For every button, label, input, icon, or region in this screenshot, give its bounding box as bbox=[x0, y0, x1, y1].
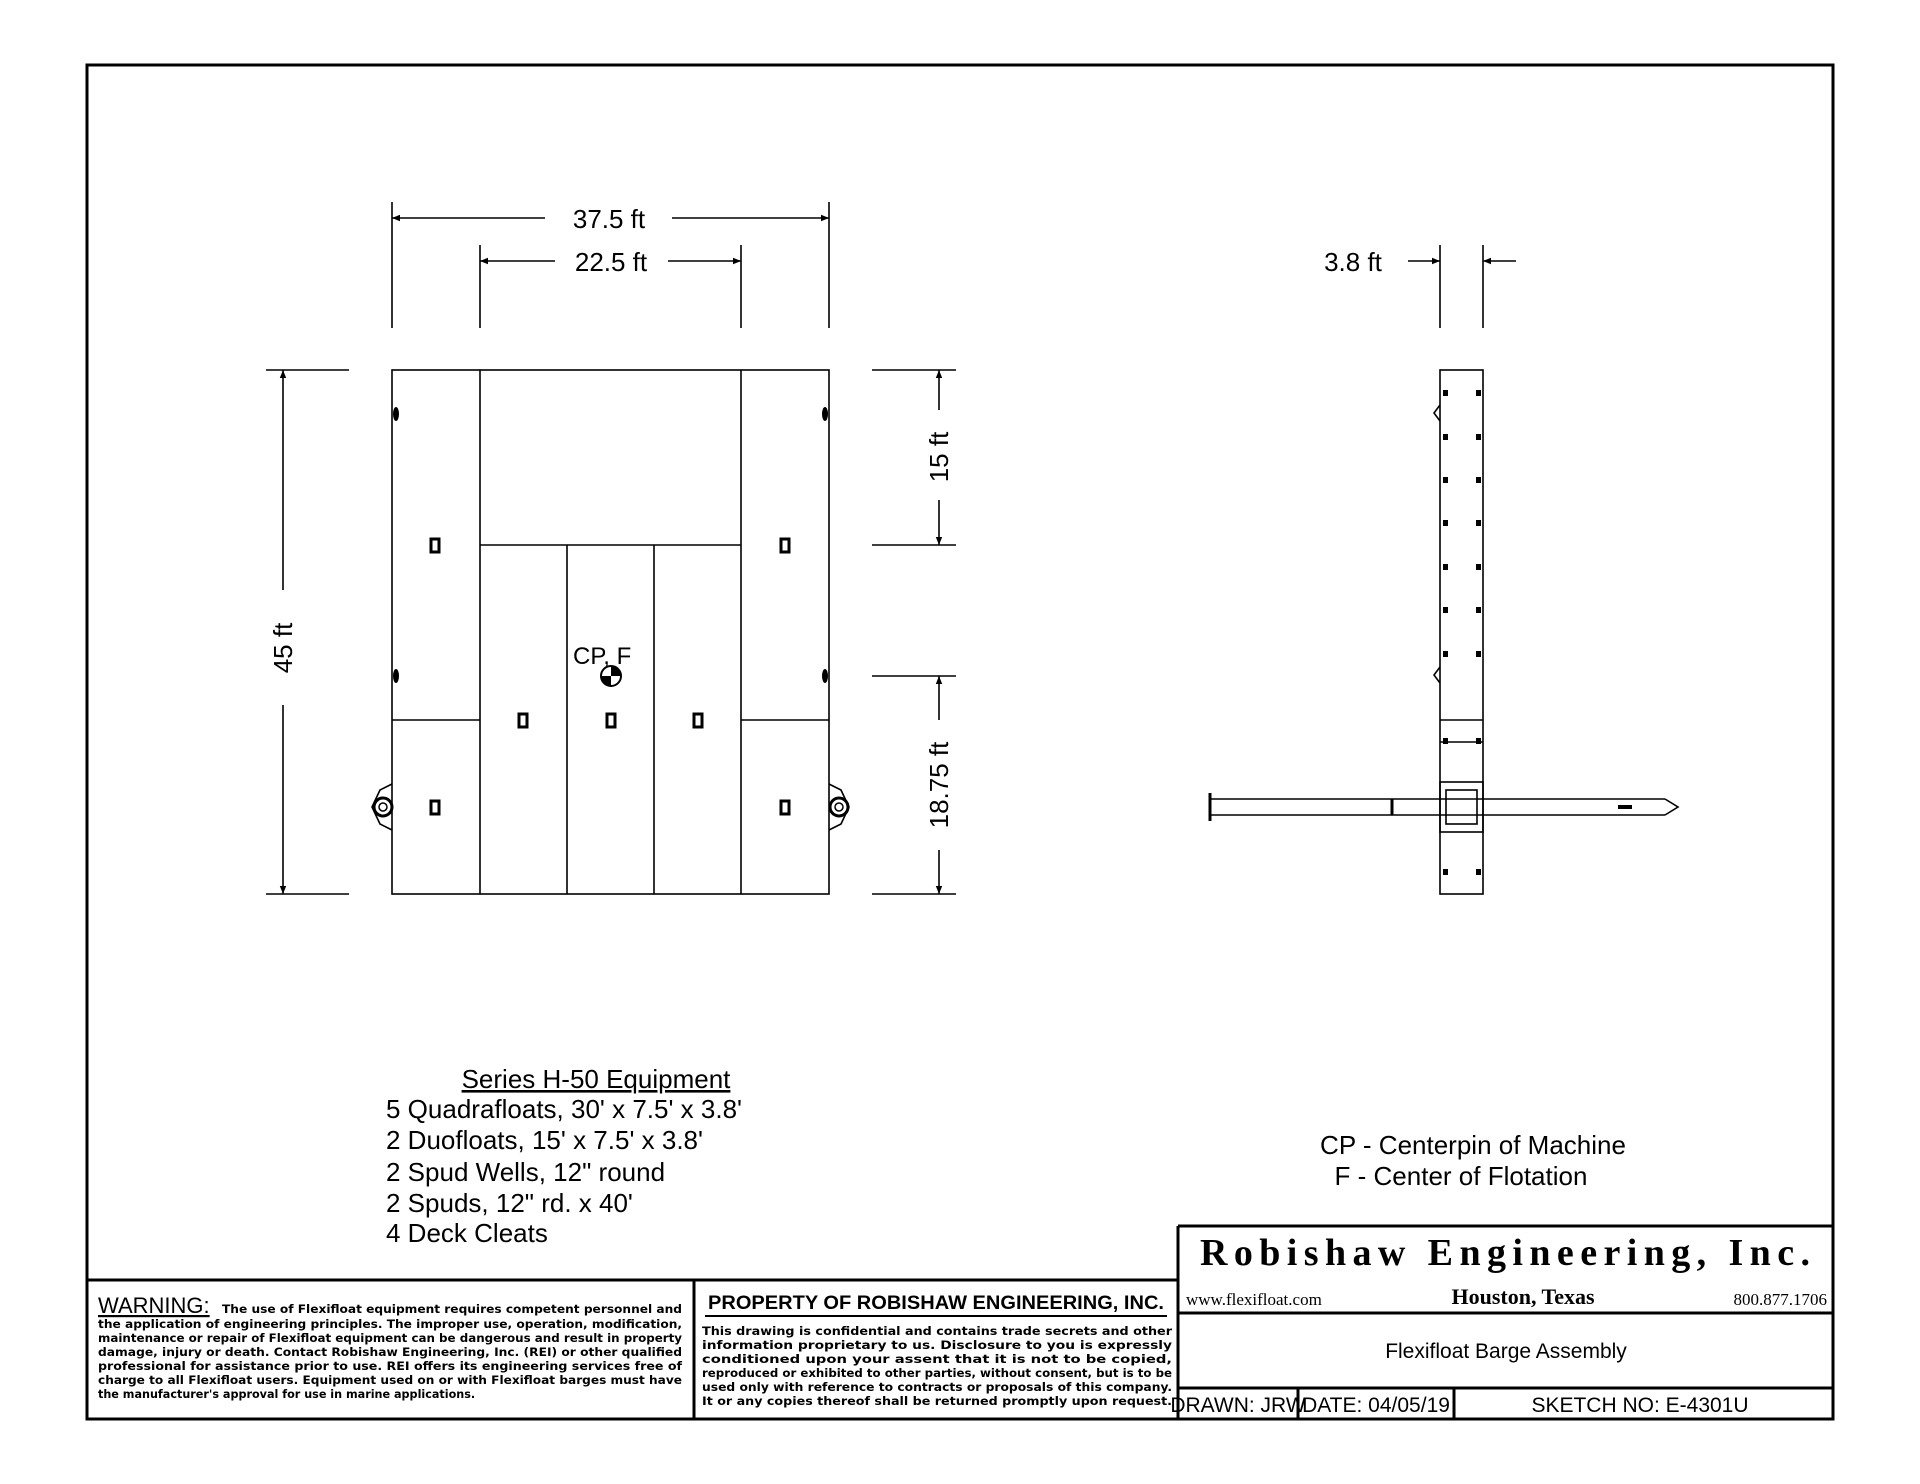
equipment-item: 2 Spuds, 12" rd. x 40' bbox=[386, 1188, 633, 1218]
drawn-by: DRAWN: JRW bbox=[1170, 1394, 1306, 1417]
spud-well-icon bbox=[371, 783, 850, 831]
connector-dot bbox=[1476, 390, 1481, 396]
dim-overall-width: 37.5 ft bbox=[573, 204, 646, 234]
property-line: It or any copies thereof shall be return… bbox=[702, 1395, 1172, 1408]
connector-dot bbox=[1476, 869, 1481, 875]
property-line: conditioned upon your assent that it is … bbox=[702, 1353, 1172, 1366]
drawing-title: Flexifloat Barge Assembly bbox=[1385, 1340, 1627, 1363]
warning-line: charge to all Flexifloat users. Equipmen… bbox=[98, 1374, 682, 1387]
dim-inner-width: 22.5 ft bbox=[575, 247, 648, 277]
dim-length: 45 ft bbox=[268, 622, 298, 673]
dim-depth: 3.8 ft bbox=[1324, 247, 1383, 277]
center-mark-icon bbox=[600, 665, 622, 687]
property-line: information proprietary to us. Disclosur… bbox=[702, 1339, 1173, 1352]
legend: CP - Centerpin of Machine F - Center of … bbox=[1320, 1130, 1626, 1191]
warning-line: The use of Flexifloat equipment requires… bbox=[222, 1303, 682, 1316]
property-heading: PROPERTY OF ROBISHAW ENGINEERING, INC. bbox=[708, 1293, 1164, 1314]
connector-dot bbox=[1443, 738, 1448, 744]
warning-heading: WARNING: bbox=[98, 1293, 210, 1318]
equipment-list: Series H-50 Equipment 5 Quadrafloats, 30… bbox=[386, 1064, 742, 1248]
dim-lower: 18.75 ft bbox=[924, 741, 954, 829]
connector-fitting-icon bbox=[429, 537, 791, 816]
connector-dot bbox=[1443, 651, 1448, 657]
property-line: used only with reference to contracts or… bbox=[702, 1381, 1172, 1394]
connector-dot bbox=[1443, 564, 1448, 570]
property-line: reproduced or exhibited to other parties… bbox=[702, 1367, 1172, 1380]
barge-outline bbox=[391, 369, 830, 895]
warning-line: the manufacturer's approval for use in m… bbox=[98, 1388, 475, 1401]
center-label: CP, F bbox=[573, 643, 631, 670]
connector-dot bbox=[1443, 477, 1448, 483]
connector-dot bbox=[1443, 520, 1448, 526]
connector-dot bbox=[1443, 607, 1448, 613]
connector-dot bbox=[1476, 434, 1481, 440]
property-block: PROPERTY OF ROBISHAW ENGINEERING, INC. T… bbox=[702, 1293, 1173, 1408]
company-name: Robishaw Engineering, Inc. bbox=[1200, 1232, 1810, 1274]
connector-dot bbox=[1443, 434, 1448, 440]
plan-view: CP, F 37.5 ft 22.5 ft 45 ft 15 ft 18.75 … bbox=[266, 202, 956, 895]
equipment-item: 2 Duofloats, 15' x 7.5' x 3.8' bbox=[386, 1125, 703, 1155]
equipment-item: 4 Deck Cleats bbox=[386, 1218, 548, 1248]
warning-line: professional for assistance prior to use… bbox=[98, 1360, 682, 1373]
connector-dot bbox=[1443, 390, 1448, 396]
equipment-title: Series H-50 Equipment bbox=[462, 1064, 732, 1094]
connector-dot bbox=[1476, 564, 1481, 570]
sheet-border bbox=[85, 63, 1835, 1421]
connector-dot bbox=[1476, 651, 1481, 657]
sketch-number: SKETCH NO: E-4301U bbox=[1531, 1394, 1748, 1417]
warning-line: maintenance or repair of Flexifloat equi… bbox=[98, 1332, 683, 1345]
location: Houston, Texas bbox=[1451, 1284, 1594, 1309]
side-view: 3.8 ft bbox=[1208, 245, 1680, 895]
property-line: This drawing is confidential and contain… bbox=[702, 1325, 1173, 1338]
warning-line: the application of engineering principle… bbox=[98, 1318, 682, 1331]
date: DATE: 04/05/19 bbox=[1302, 1394, 1450, 1417]
legend-f: F - Center of Flotation bbox=[1335, 1161, 1588, 1191]
title-block: Robishaw Engineering, Inc. www.flexifloa… bbox=[1170, 1232, 1833, 1419]
connector-dot bbox=[1476, 477, 1481, 483]
spud-icon bbox=[1208, 793, 1680, 821]
equipment-item: 2 Spud Wells, 12" round bbox=[386, 1157, 665, 1187]
connector-dot bbox=[1443, 869, 1448, 875]
warning-line: damage, injury or death. Contact Robisha… bbox=[98, 1346, 682, 1359]
website: www.flexifloat.com bbox=[1186, 1290, 1322, 1309]
connector-dot bbox=[1476, 520, 1481, 526]
side-outline bbox=[1439, 369, 1484, 895]
connector-dots bbox=[1443, 390, 1481, 875]
phone: 800.877.1706 bbox=[1734, 1290, 1828, 1309]
warning-block: WARNING: The use of Flexifloat equipment… bbox=[98, 1293, 683, 1401]
legend-cp: CP - Centerpin of Machine bbox=[1320, 1130, 1626, 1160]
deck-cleat-icon bbox=[393, 407, 828, 683]
dim-upper: 15 ft bbox=[924, 431, 954, 482]
equipment-item: 5 Quadrafloats, 30' x 7.5' x 3.8' bbox=[386, 1094, 742, 1124]
connector-dot bbox=[1476, 738, 1481, 744]
connector-dot bbox=[1476, 607, 1481, 613]
